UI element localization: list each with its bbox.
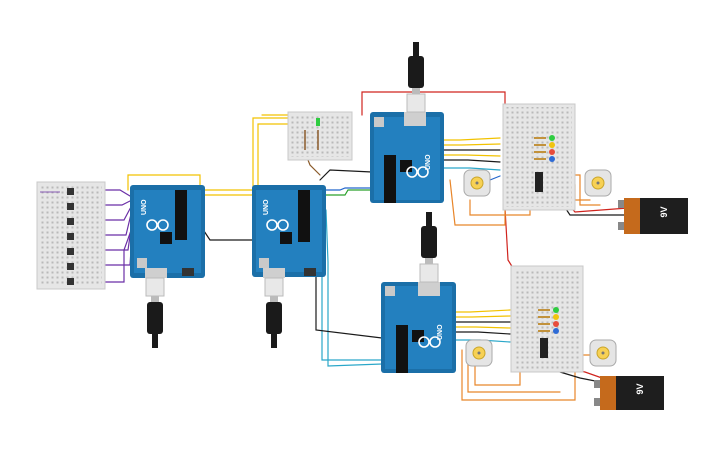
wire-yellow-br-2 (451, 315, 511, 318)
wire-purple-1 (99, 189, 131, 197)
wire-red-down (504, 207, 514, 269)
wire-blue-motor-top (489, 175, 501, 181)
wire-cyan-tr (439, 167, 501, 171)
wire-blue-center-tr (319, 187, 373, 191)
battery-bottom: 9V (594, 376, 664, 410)
wire-black-center-tr (319, 169, 373, 181)
wire-purple-2 (99, 199, 133, 206)
wire-yellow-center-top-2 (257, 123, 301, 196)
wire-black-br-2 (451, 331, 511, 335)
arduino-uno-top-right: UNO (370, 42, 444, 203)
wire-yellow-center-top-1 (252, 117, 301, 196)
arduino-label: UNO (141, 199, 148, 215)
wire-cyan-center-br-1 (319, 209, 383, 361)
motor-driver-chip (540, 338, 548, 358)
wire-yellow-tr-2 (439, 143, 501, 146)
resistors-top (534, 137, 546, 160)
wire-yellow-br-1 (451, 309, 511, 313)
wire-yellow-br-3 (451, 326, 511, 329)
wire-yellow-tr-1 (439, 137, 501, 141)
left-button-board (36, 181, 106, 290)
wire-yellow-left-center-1 (127, 174, 256, 191)
dc-motor-top-right (584, 169, 612, 197)
dc-motor-top-left (463, 169, 491, 197)
wire-green-center-tr (319, 189, 373, 196)
arduino-label: UNO (425, 154, 432, 170)
dc-motor-bottom-left (465, 339, 493, 367)
battery-label: 9V (635, 383, 645, 394)
battery-label: 9V (659, 206, 669, 217)
wire-orange-br-3 (474, 364, 521, 386)
arduino-uno-bottom-right: UNO (381, 212, 456, 373)
leds-bottom (553, 307, 559, 334)
leds-top (549, 135, 555, 162)
bottom-right-board (510, 265, 584, 373)
battery-top: 9V (618, 198, 688, 234)
dc-motor-bottom-right (589, 339, 617, 367)
resistors-bottom (538, 309, 550, 332)
wire-black-left-center (199, 224, 256, 241)
top-right-board (502, 103, 576, 211)
wire-yellow-tr-3 (439, 154, 501, 157)
wire-purple-7 (99, 224, 134, 283)
wire-cyan-center-br-2 (325, 209, 383, 367)
arduino-label: UNO (437, 324, 444, 340)
arduino-uno-left: UNO (130, 185, 205, 348)
wire-red-top (361, 91, 506, 116)
arduino-label: UNO (263, 199, 270, 215)
wire-orange-tr-1 (449, 179, 506, 226)
small-center-board (287, 111, 353, 161)
pushbuttons[interactable] (67, 188, 74, 285)
arduino-uno-center: UNO (252, 185, 326, 348)
wire-black-tr-2 (439, 159, 501, 163)
wire-black-battery-bottom (559, 371, 601, 383)
wire-orange-br-1 (461, 349, 576, 401)
wire-orange-br-2 (467, 359, 561, 393)
wire-purple-3 (99, 204, 133, 221)
led-green (316, 118, 320, 126)
motor-driver-chip (535, 172, 543, 192)
